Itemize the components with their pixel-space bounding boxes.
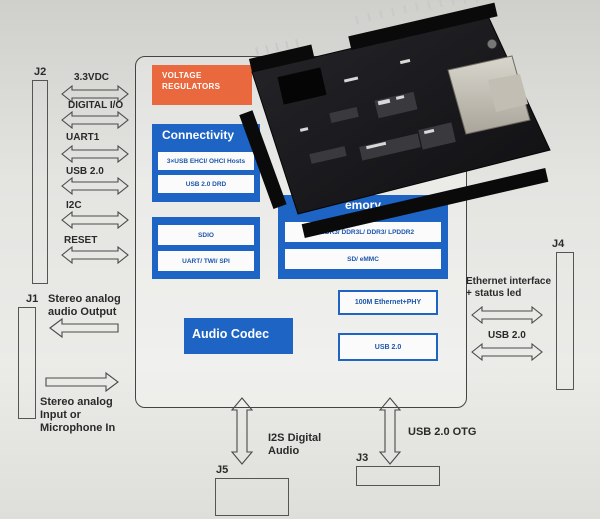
ethernet-phy-box: 100M Ethernet+PHY: [338, 290, 438, 315]
audio-codec-block: [184, 318, 293, 354]
audio-codec-label: Audio Codec: [192, 327, 270, 341]
dev-board: [239, 0, 551, 238]
signal-reset: RESET: [64, 235, 98, 246]
j1-connector: [18, 307, 36, 419]
arrow-digital-io: [61, 110, 129, 130]
usb-hosts-box: 3×USB EHCI/ OHCI Hosts: [158, 152, 254, 170]
j5-label: J5: [216, 464, 229, 476]
voltage-regulators-block: VOLTAGE REGULATORS: [152, 65, 252, 105]
signal-usb20-left: USB 2.0: [66, 166, 104, 177]
i2s-label: I2S Digital Audio: [268, 432, 322, 458]
j3-label: J3: [356, 452, 369, 464]
arrow-usb-left: [61, 176, 129, 196]
connectivity-title: Connectivity: [162, 128, 235, 142]
arrow-reset: [61, 245, 129, 265]
signal-3v3: 3.3VDC: [74, 72, 110, 83]
audio-output-label: Stereo analog audio Output: [48, 293, 121, 319]
arrow-audio-in: [45, 371, 119, 393]
sd-emmc-box: SD/ eMMC: [285, 249, 441, 269]
usb-otg-label: USB 2.0 OTG: [408, 426, 477, 438]
ethernet-label: Ethernet interface + status led: [466, 276, 552, 299]
j5-connector: [215, 478, 289, 516]
j4-connector: [556, 252, 574, 390]
arrow-usb-right: [471, 342, 543, 362]
signal-digital-io: DIGITAL I/O: [68, 100, 124, 111]
usb20-box: USB 2.0: [338, 333, 438, 361]
arrow-uart1: [61, 144, 129, 164]
j1-label: J1: [26, 293, 39, 305]
arrow-i2c: [61, 210, 129, 230]
usb-drd-box: USB 2.0 DRD: [158, 175, 254, 193]
usb20-right-label: USB 2.0: [488, 330, 526, 341]
arrow-usb-otg: [378, 397, 402, 465]
arrow-ethernet: [471, 305, 543, 325]
j2-label: J2: [34, 66, 47, 78]
sdio-box: SDIO: [158, 225, 254, 245]
uart-twi-spi-box: UART/ TWI/ SPI: [158, 251, 254, 271]
signal-i2c: I2C: [66, 200, 82, 211]
j4-label: J4: [552, 238, 565, 250]
j3-connector: [356, 466, 440, 486]
j2-connector: [32, 80, 48, 284]
arrow-audio-out: [49, 317, 119, 339]
arrow-3v3: [61, 84, 129, 104]
arrow-i2s: [230, 397, 254, 465]
signal-uart1: UART1: [66, 132, 100, 143]
audio-input-label: Stereo analog Input or Microphone In: [40, 396, 116, 435]
